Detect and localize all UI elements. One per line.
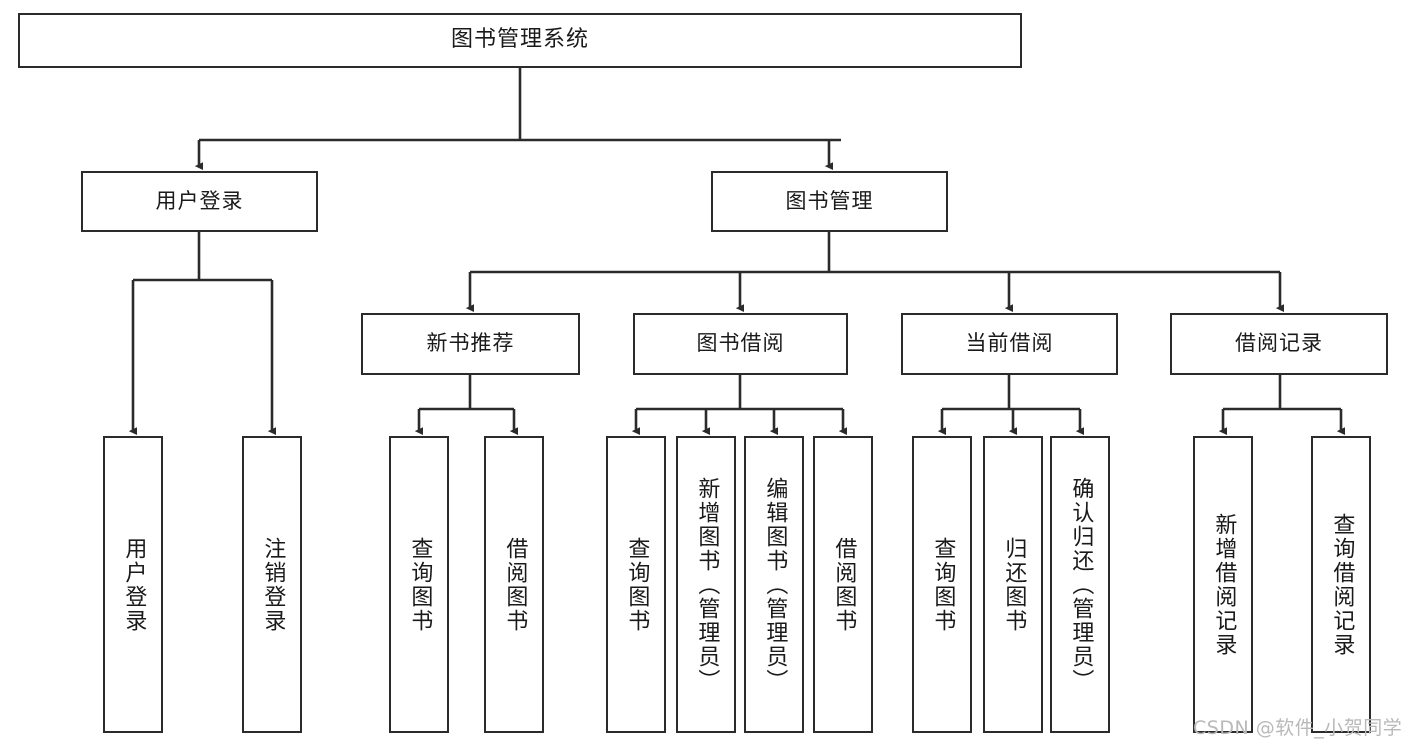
node-borrow-record[interactable]: 借阅记录 (1170, 313, 1388, 375)
node-book-management[interactable]: 图书管理 (711, 171, 948, 232)
leaf-query-book-current[interactable]: 查询图书 (912, 436, 972, 733)
node-label: 新书推荐 (426, 331, 515, 356)
node-label: 借阅图书 (831, 536, 857, 633)
node-current-borrow[interactable]: 当前借阅 (901, 313, 1118, 375)
node-label: 借阅图书 (502, 536, 528, 633)
leaf-return-book[interactable]: 归还图书 (983, 436, 1043, 733)
leaf-user-logout[interactable]: 注销登录 (242, 436, 302, 733)
node-label: 查询图书 (407, 536, 433, 633)
leaf-edit-book-admin[interactable]: 编辑图书（管理员） (744, 436, 804, 733)
node-label: 确认归还（管理员） (1068, 476, 1094, 693)
node-label: 当前借阅 (965, 331, 1054, 356)
node-label: 图书借阅 (696, 331, 785, 356)
node-label: 编辑图书（管理员） (762, 476, 788, 693)
node-label: 归还图书 (1001, 536, 1027, 633)
leaf-borrow-book-recommend[interactable]: 借阅图书 (484, 436, 544, 733)
leaf-query-book-borrow[interactable]: 查询图书 (606, 436, 666, 733)
node-new-book-recommend[interactable]: 新书推荐 (361, 313, 580, 375)
node-label: 新增图书（管理员） (694, 476, 720, 693)
leaf-borrow-book[interactable]: 借阅图书 (813, 436, 873, 733)
node-label: 用户登录 (155, 188, 244, 213)
leaf-confirm-return-admin[interactable]: 确认归还（管理员） (1050, 436, 1110, 733)
leaf-add-book-admin[interactable]: 新增图书（管理员） (676, 436, 736, 733)
node-label: 查询图书 (624, 536, 650, 633)
node-label: 查询借阅记录 (1329, 512, 1355, 657)
node-user-login[interactable]: 用户登录 (81, 171, 318, 232)
node-label: 图书管理系统 (450, 27, 589, 53)
leaf-query-book-recommend[interactable]: 查询图书 (389, 436, 449, 733)
node-label: 注销登录 (260, 536, 286, 633)
node-label: 用户登录 (121, 536, 147, 633)
node-label: 图书管理 (785, 188, 874, 213)
leaf-add-borrow-record[interactable]: 新增借阅记录 (1193, 436, 1253, 733)
leaf-query-borrow-record[interactable]: 查询借阅记录 (1311, 436, 1371, 733)
node-book-borrow[interactable]: 图书借阅 (633, 313, 848, 375)
node-label: 新增借阅记录 (1211, 512, 1237, 657)
leaf-user-login[interactable]: 用户登录 (103, 436, 163, 733)
node-label: 借阅记录 (1235, 331, 1323, 356)
node-label: 查询图书 (930, 536, 956, 633)
csdn-watermark: CSDN @软件_小贺同学 (1193, 717, 1403, 739)
node-root-book-management-system[interactable]: 图书管理系统 (18, 13, 1022, 68)
